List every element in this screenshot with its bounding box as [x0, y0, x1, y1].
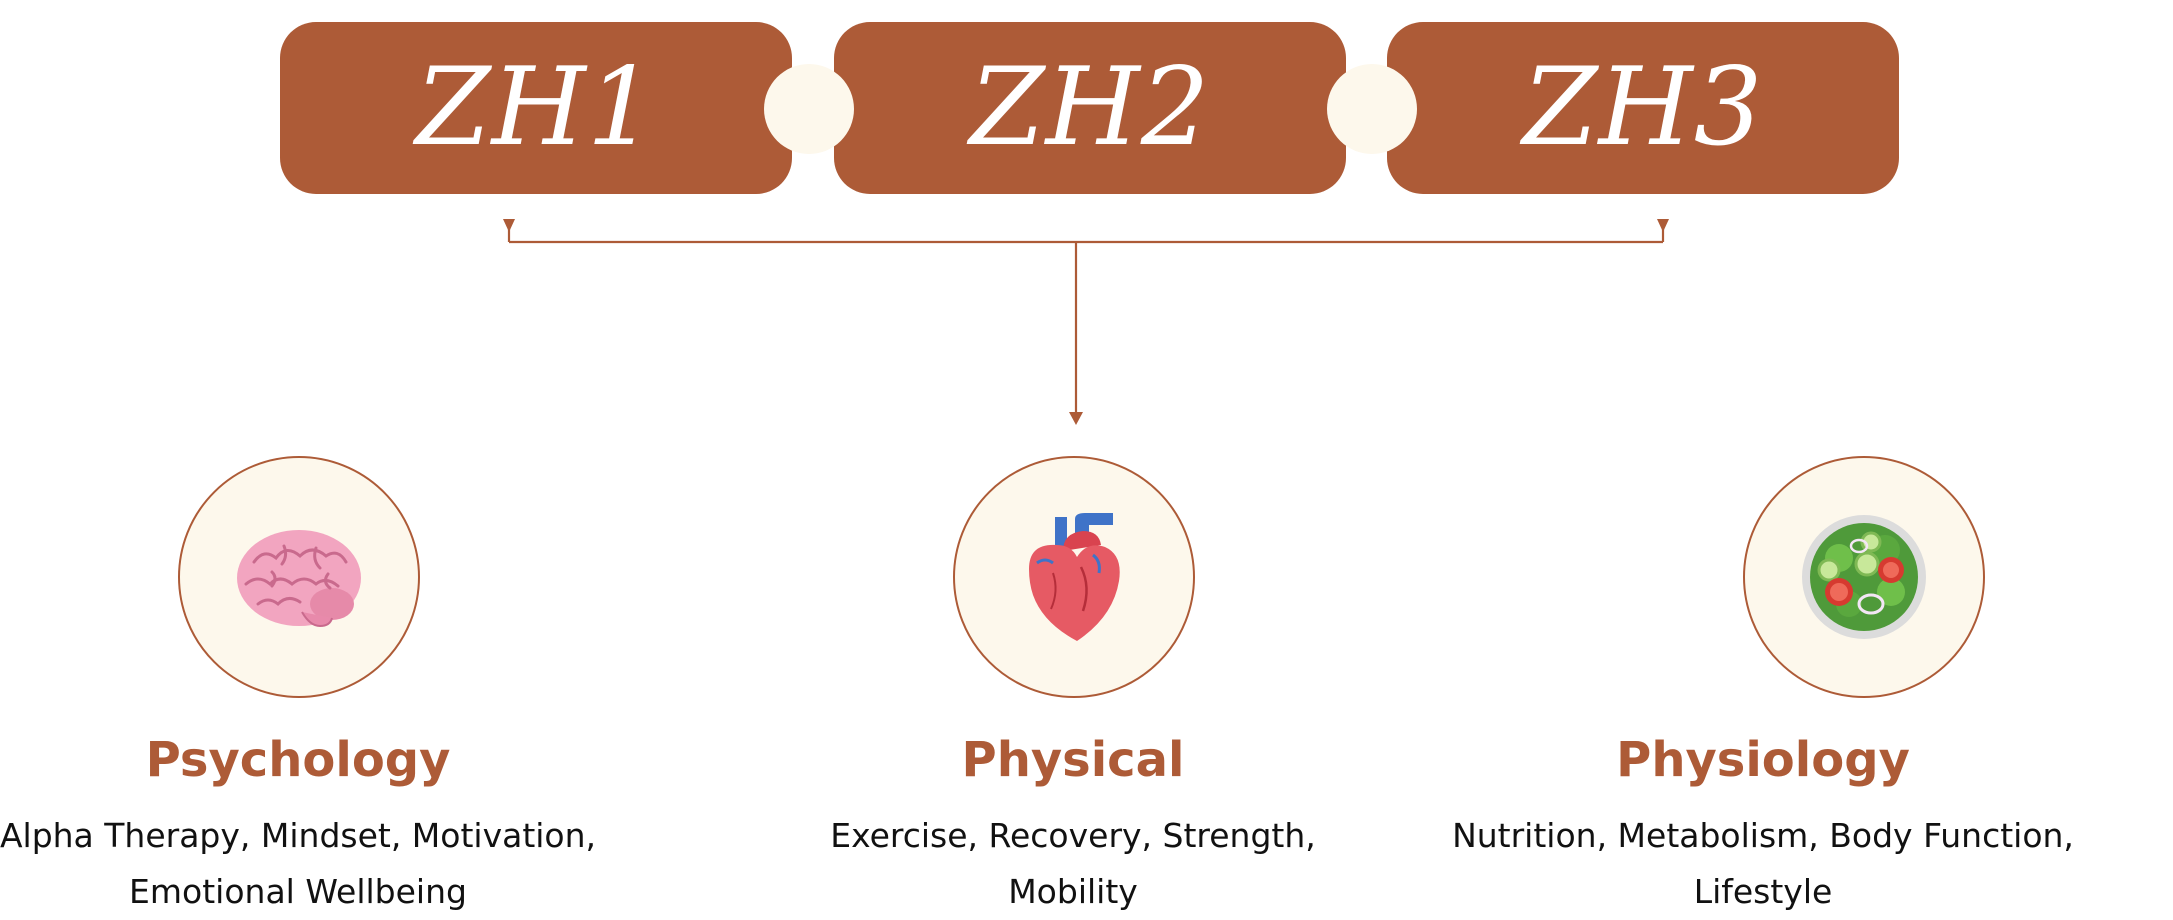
bracket-left-tip	[503, 219, 515, 232]
heart-icon-circle	[953, 456, 1195, 698]
pillar-description: Exercise, Recovery, Strength, Mobility	[693, 808, 1453, 920]
connector-dot-right	[1327, 64, 1417, 154]
pillar-description: Alpha Therapy, Mindset, Motivation, Emot…	[0, 808, 678, 920]
pillar-desc-line: Lifestyle	[1693, 871, 1833, 911]
zh2-box: ZH2	[834, 22, 1346, 194]
pillar-desc-line: Mobility	[1008, 871, 1138, 911]
pillar-psychology: Psychology Alpha Therapy, Mindset, Motiv…	[0, 732, 678, 920]
pillar-desc-line: Alpha Therapy, Mindset, Motivation,	[0, 815, 597, 855]
pillar-physical: Physical Exercise, Recovery, Strength, M…	[693, 732, 1453, 920]
bracket-right-tip	[1657, 219, 1669, 232]
pillar-desc-line: Exercise, Recovery, Strength,	[830, 815, 1316, 855]
salad-icon-circle	[1743, 456, 1985, 698]
pillar-title: Physical	[961, 732, 1185, 788]
zh1-label: ZH1	[415, 45, 657, 170]
pillar-desc-line: Emotional Wellbeing	[129, 871, 467, 911]
pillar-title: Physiology	[1616, 732, 1910, 788]
pillar-physiology: Physiology Nutrition, Metabolism, Body F…	[1383, 732, 2143, 920]
zh3-label: ZH3	[1522, 45, 1764, 170]
salad-icon	[1802, 515, 1926, 639]
pillar-description: Nutrition, Metabolism, Body Function, Li…	[1383, 808, 2143, 920]
zh1-box: ZH1	[280, 22, 792, 194]
connector-dot-left	[764, 64, 854, 154]
zh3-box: ZH3	[1387, 22, 1899, 194]
brain-icon	[237, 530, 361, 628]
zh2-label: ZH2	[969, 45, 1211, 170]
pillar-desc-line: Nutrition, Metabolism, Body Function,	[1452, 815, 2074, 855]
brain-icon-circle	[178, 456, 420, 698]
heart-icon	[1029, 513, 1120, 641]
pillar-title: Psychology	[145, 732, 451, 788]
arrow-head	[1069, 412, 1083, 425]
